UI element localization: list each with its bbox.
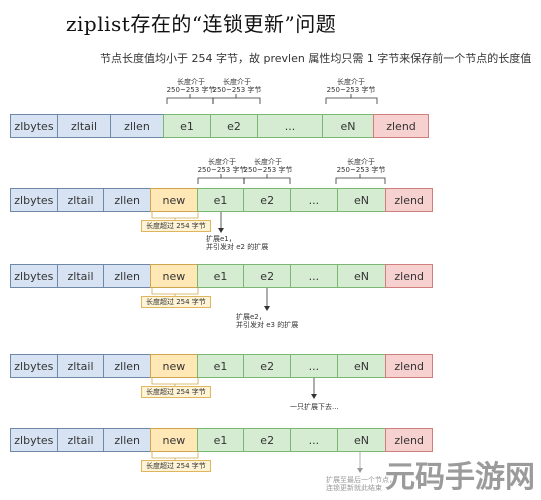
cell-e2: e2: [243, 188, 292, 212]
cell-ellipsis: ...: [290, 264, 338, 288]
note-last: 扩展至最后一个节点， 连锁更新就此结束: [326, 476, 396, 492]
cell-zllen: zllen: [103, 354, 152, 378]
cell-eN: eN: [336, 264, 387, 288]
cell-eN: eN: [336, 188, 387, 212]
cell-ellipsis: ...: [290, 428, 338, 452]
range-label-line: 长度介于: [347, 158, 375, 166]
new-size-tag: 长度超过 254 字节: [141, 386, 211, 398]
cell-zlend: zlend: [373, 114, 429, 138]
note-line: 连锁更新就此结束: [326, 484, 382, 492]
cell-zltail: zltail: [56, 354, 105, 378]
cell-ellipsis: ...: [257, 114, 323, 138]
brace-e2: [243, 174, 291, 184]
range-label-e1: 长度介于 250~253 字节: [166, 78, 216, 94]
cell-zltail: zltail: [56, 188, 105, 212]
ziplist-row-3: zlbytes zltail zllen new e1 e2 ... eN zl…: [10, 264, 434, 288]
cell-zlend: zlend: [385, 428, 434, 452]
new-size-tag: 长度超过 254 字节: [141, 296, 211, 308]
cell-e2: e2: [243, 354, 292, 378]
note-expand-e2: 扩展e2， 并引发对 e3 的扩展: [236, 313, 298, 329]
cell-new: new: [150, 188, 198, 212]
cell-e2: e2: [243, 428, 292, 452]
range-label-eN: 长度介于 250~253 字节: [326, 78, 376, 94]
note-continue: 一只扩展下去...: [290, 403, 339, 411]
cell-zlbytes: zlbytes: [10, 354, 58, 378]
cell-zllen: zllen: [103, 264, 152, 288]
cell-zlbytes: zlbytes: [10, 114, 58, 138]
cell-e2: e2: [210, 114, 258, 138]
ziplist-row-1: zlbytes zltail zllen e1 e2 ... eN zlend: [10, 114, 432, 138]
diagram-title: ziplist存在的“连锁更新”问题: [66, 12, 337, 36]
cell-eN: eN: [336, 428, 387, 452]
note-line: 并引发对 e2 的扩展: [206, 243, 269, 251]
range-label-eN: 长度介于 250~253 字节: [336, 158, 386, 174]
new-size-tag: 长度超过 254 字节: [141, 460, 211, 472]
range-label-line: 长度介于: [223, 78, 251, 86]
cell-zltail: zltail: [56, 428, 105, 452]
cell-new: new: [150, 264, 198, 288]
note-line: 扩展e2，: [236, 313, 266, 321]
note-expand-e1: 扩展e1， 并引发对 e2 的扩展: [206, 235, 268, 251]
brace-new: [151, 288, 199, 296]
brace-e1: [197, 174, 245, 184]
range-label-line: 250~253 字节: [197, 166, 247, 174]
brace-new: [151, 378, 199, 386]
cell-zlbytes: zlbytes: [10, 428, 58, 452]
cell-e1: e1: [196, 188, 245, 212]
cell-zllen: zllen: [110, 114, 164, 138]
cell-e1: e1: [196, 354, 245, 378]
range-label-line: 250~253 字节: [212, 86, 262, 94]
brace-new: [151, 212, 199, 220]
range-label-line: 250~253 字节: [243, 166, 293, 174]
cell-new: new: [150, 354, 198, 378]
cell-ellipsis: ...: [290, 188, 338, 212]
brace-e1: [166, 94, 214, 104]
range-label-line: 250~253 字节: [336, 166, 386, 174]
ziplist-row-2: zlbytes zltail zllen new e1 e2 ... eN zl…: [10, 188, 434, 212]
cell-e1: e1: [196, 428, 245, 452]
note-line: 扩展e1，: [206, 235, 236, 243]
range-label-line: 长度介于: [208, 158, 236, 166]
cell-zlend: zlend: [385, 264, 434, 288]
cell-e1: e1: [196, 264, 245, 288]
range-label-line: 250~253 字节: [326, 86, 376, 94]
watermark-logo: 元码手游网: [385, 460, 535, 495]
cell-zlbytes: zlbytes: [10, 188, 58, 212]
ziplist-row-4: zlbytes zltail zllen new e1 e2 ... eN zl…: [10, 354, 434, 378]
new-size-tag: 长度超过 254 字节: [141, 220, 211, 232]
cell-e1: e1: [163, 114, 211, 138]
cell-zlend: zlend: [385, 188, 434, 212]
brace-eN: [335, 174, 386, 184]
range-label-e2: 长度介于 250~253 字节: [212, 78, 262, 94]
range-label-line: 长度介于: [254, 158, 282, 166]
note-line: 扩展至最后一个节点，: [326, 476, 396, 484]
cell-zlend: zlend: [385, 354, 434, 378]
brace-eN: [325, 94, 378, 104]
cell-zltail: zltail: [56, 264, 105, 288]
range-label-e1: 长度介于 250~253 字节: [197, 158, 247, 174]
cell-new: new: [150, 428, 198, 452]
cell-zllen: zllen: [103, 428, 152, 452]
diagram-subtitle: 节点长度值均小于 254 字节，故 prevlen 属性均只需 1 字节来保存前…: [100, 52, 532, 65]
range-label-line: 长度介于: [337, 78, 365, 86]
brace-new: [151, 452, 199, 460]
cell-e2: e2: [243, 264, 292, 288]
brace-e2: [212, 94, 261, 104]
cell-zltail: zltail: [57, 114, 111, 138]
range-label-e2: 长度介于 250~253 字节: [243, 158, 293, 174]
ziplist-row-5: zlbytes zltail zllen new e1 e2 ... eN zl…: [10, 428, 434, 452]
cell-eN: eN: [336, 354, 387, 378]
note-line: 并引发对 e3 的扩展: [236, 321, 299, 329]
range-label-line: 250~253 字节: [166, 86, 216, 94]
cell-zllen: zllen: [103, 188, 152, 212]
cell-zlbytes: zlbytes: [10, 264, 58, 288]
cell-ellipsis: ...: [290, 354, 338, 378]
range-label-line: 长度介于: [177, 78, 205, 86]
cell-eN: eN: [322, 114, 374, 138]
